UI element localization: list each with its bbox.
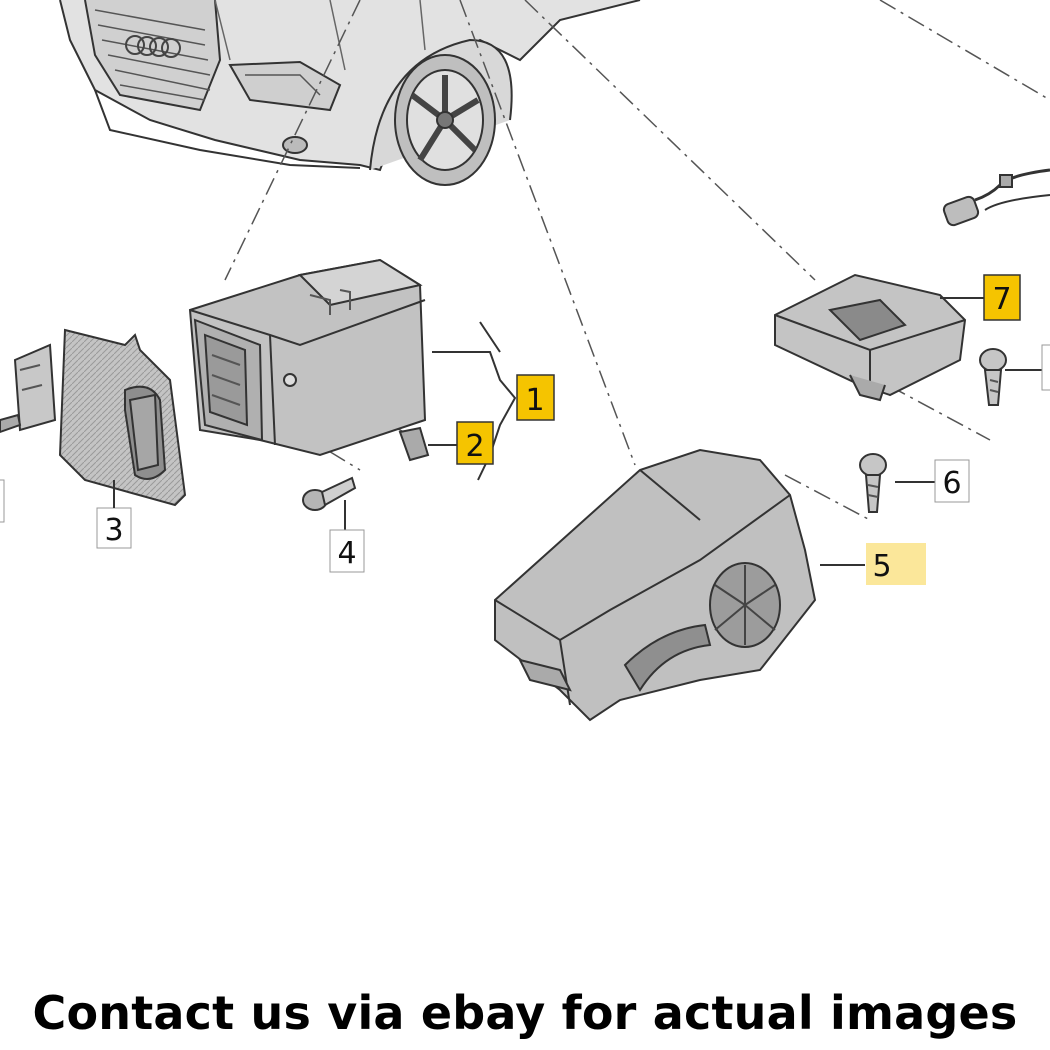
svg-text:2: 2 [465, 429, 484, 464]
callout-5: 5 [866, 543, 926, 585]
contact-notice: Contact us via ebay for actual images [32, 985, 1018, 1040]
callout-3: 3 [96, 480, 132, 549]
callout-partial-right [1041, 344, 1050, 391]
bolt-left-edge [0, 413, 22, 434]
footer: Contact us via ebay for actual images [0, 975, 1050, 1050]
callout-1: 1 [516, 374, 555, 421]
bolt-part-4 [302, 476, 357, 530]
clip-part-2 [398, 426, 458, 462]
module-part-7 [774, 273, 985, 402]
module-part-5 [494, 448, 865, 722]
callout-2: 2 [456, 421, 494, 465]
svg-text:3: 3 [104, 513, 123, 548]
sensor-cable [942, 168, 1050, 227]
svg-text:4: 4 [337, 536, 356, 571]
svg-text:1: 1 [525, 383, 544, 418]
screw-right-7 [979, 348, 1050, 406]
screw-part-6 [859, 453, 935, 513]
bracket-part-3 [13, 328, 187, 507]
svg-text:6: 6 [942, 466, 961, 501]
callout-6: 6 [934, 459, 970, 503]
callout-partial-left [0, 479, 5, 523]
svg-text:5: 5 [872, 549, 891, 584]
control-unit-part-1 [188, 258, 427, 457]
callout-4: 4 [329, 529, 365, 573]
callout-7: 7 [983, 274, 1021, 321]
car-illustration [59, 0, 641, 186]
svg-text:7: 7 [992, 282, 1011, 317]
